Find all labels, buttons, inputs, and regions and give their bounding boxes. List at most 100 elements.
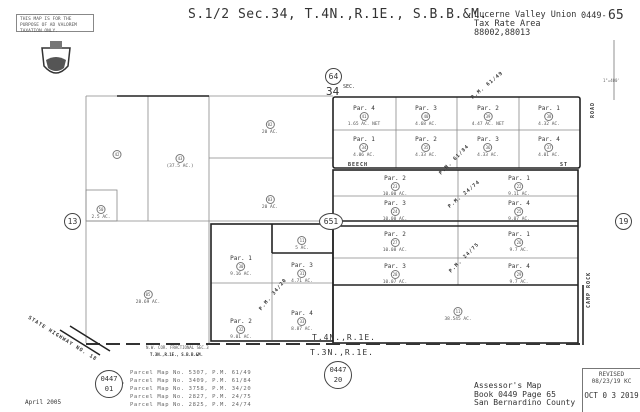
- parcel-number: 37: [544, 143, 554, 152]
- parcel-acreage: 4.06 AC.: [353, 153, 375, 158]
- parcel-par: Par. 3: [291, 262, 313, 269]
- parcel-par: Par. 3: [384, 200, 406, 207]
- sec-label: SEC.: [343, 84, 356, 90]
- district-name: Lucerne Valley Union: [474, 10, 577, 20]
- parcel-number: 31: [297, 269, 307, 278]
- section-number: 34: [326, 85, 340, 98]
- adjacent-page-east[interactable]: 19: [615, 213, 632, 230]
- parcel-number: 43: [175, 154, 185, 163]
- street-st: ST: [560, 162, 569, 168]
- parcel-map-ref: Parcel Map No. 3758, P.M. 34/20: [130, 386, 252, 392]
- parcel-acreage: 2.5 AC.: [91, 215, 111, 220]
- parcel-acreage: 9.11 AC.: [508, 192, 530, 197]
- street-road: ROAD: [590, 101, 596, 118]
- revised-label: REVISED: [598, 371, 625, 378]
- parcel-number: 38: [544, 112, 554, 121]
- parcel-par: Par. 3: [477, 136, 499, 143]
- parcel-acreage: 8.87 AC.: [291, 327, 313, 332]
- parcel-acreage: 10.00 AC.: [382, 192, 408, 197]
- parcel-map-list: Parcel Map No. 5307, P.M. 61/49 Parcel M…: [130, 369, 251, 409]
- parcel-number: 23: [390, 182, 400, 191]
- parcel-acreage: 4.32 AC.: [538, 122, 560, 127]
- parcel-par: Par. 1: [538, 105, 560, 112]
- parcel-number: 26: [514, 238, 524, 247]
- adjacent-page-center[interactable]: 651: [319, 213, 343, 230]
- parcel-acreage: 9.07 AC.: [508, 217, 530, 222]
- map-title: S.1/2 Sec.34, T.4N.,R.1E., S.B.B.&M.: [188, 7, 488, 22]
- parcel-number: 11: [453, 307, 463, 316]
- revised-stamp: REVISED 08/23/19 KC OCT 0 3 2019: [582, 368, 640, 412]
- parcel-par: Par. 2: [415, 136, 437, 143]
- parcel-par: Par. 4: [508, 263, 530, 270]
- parcel-number: 33: [297, 317, 307, 326]
- sw-page: 01: [104, 385, 114, 393]
- street-camp-rock: CAMP ROCK: [586, 271, 592, 308]
- parcel-number: 41: [359, 112, 369, 121]
- parcel-number: 24: [390, 207, 400, 216]
- adjacent-page-west[interactable]: 13: [64, 213, 81, 230]
- parcel-number: 25: [514, 207, 524, 216]
- parcel-par: Par. 4: [353, 105, 375, 112]
- parcel-number: 42: [112, 150, 122, 159]
- parcel-par: Par. 1: [508, 175, 530, 182]
- parcel-map-ref: Parcel Map No. 3409, P.M. 61/84: [130, 378, 252, 384]
- parcel-number: 02: [265, 120, 275, 129]
- parcel-acreage: 1.65 AC. NET: [347, 122, 381, 127]
- township-upper: T.4N.,R.1E.: [312, 333, 376, 342]
- parcel-number: 30: [236, 262, 246, 271]
- parcel-number: 03: [265, 195, 275, 204]
- parcel-acreage: 20 AC.: [261, 130, 279, 135]
- parcel-acreage: 28.69 AC.: [135, 300, 161, 305]
- parcel-par: Par. 4: [538, 136, 560, 143]
- parcel-number: 35: [421, 143, 431, 152]
- revised-date: OCT 0 3 2019: [584, 391, 639, 400]
- parcel-label[interactable]: 43(37.5 AC.): [166, 154, 194, 170]
- parcel-number: 36: [483, 143, 493, 152]
- parcel-par: Par. 4: [291, 310, 313, 317]
- parcel-acreage: 9.16 AC.: [230, 272, 252, 277]
- parcel-par: Par. 1: [353, 136, 375, 143]
- assessor-title: Assessor's Map: [474, 381, 542, 390]
- corner-note: N.W. COR. FRACTIONAL SEC.3: [146, 345, 209, 350]
- revised-code: 08/23/19 KC: [591, 378, 632, 385]
- parcel-acreage: 10.08 AC.: [382, 248, 408, 253]
- parcel-label[interactable]: 42: [112, 150, 122, 159]
- parcel-map-ref: Parcel Map No. 2827, P.M. 24/75: [130, 394, 252, 400]
- parcel-acreage: 4.71 AC.: [291, 279, 313, 284]
- adjacent-page-north[interactable]: 64: [325, 68, 342, 85]
- parcel-number: 29: [514, 270, 524, 279]
- s-page: 20: [333, 376, 343, 384]
- tax-rate-codes: 88002,88013: [474, 28, 531, 38]
- parcel-acreage: 5 AC.: [295, 246, 309, 251]
- parcel-par: Par. 1: [508, 231, 530, 238]
